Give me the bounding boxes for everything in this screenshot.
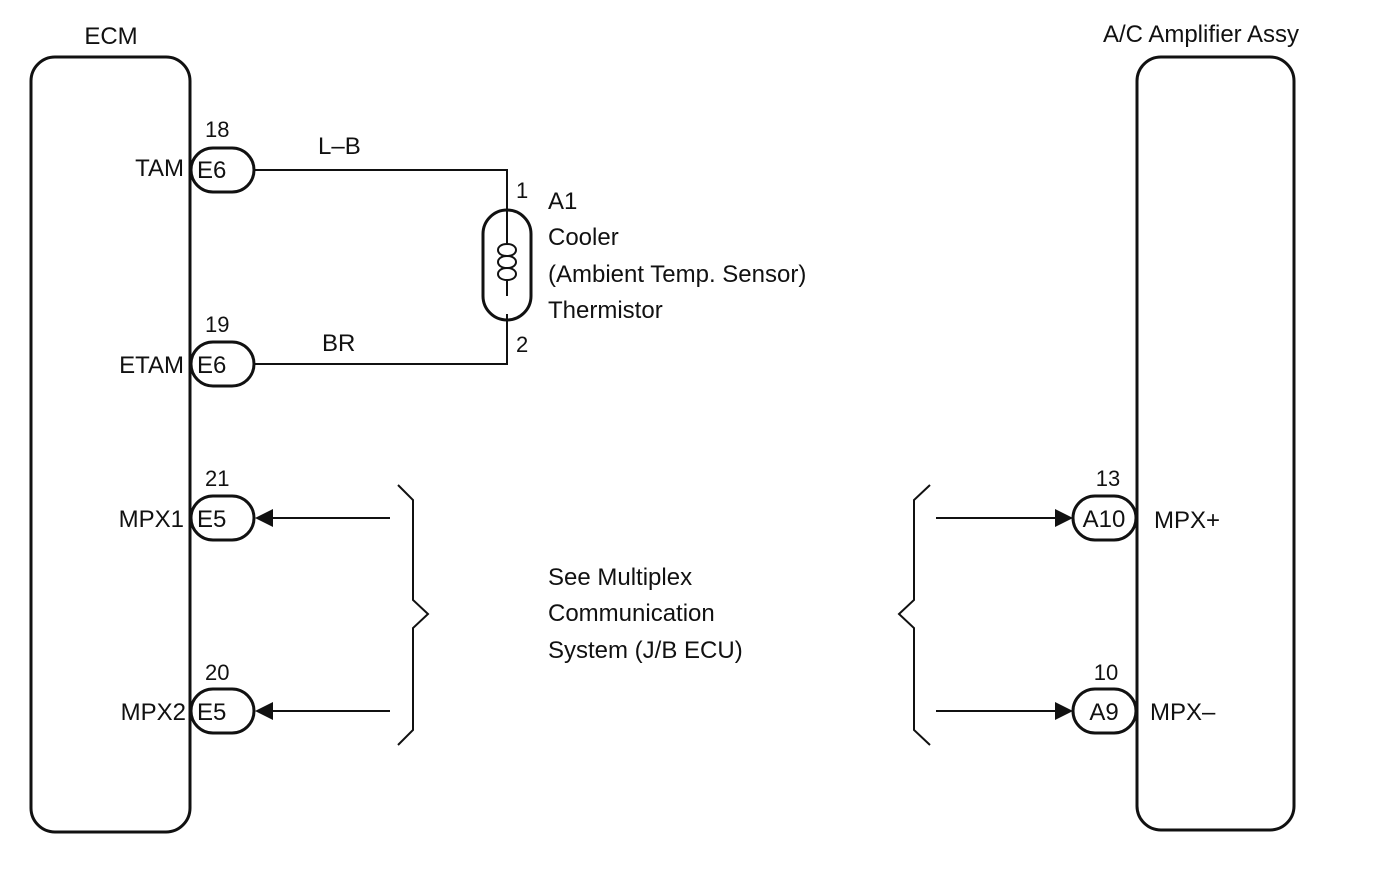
ecm-title: ECM [84,23,137,50]
sensor-label-code: A1 [548,188,577,215]
connector-code: E6 [197,157,226,184]
arrow-right-icon [1055,509,1073,527]
etam-wire-color: BR [322,330,355,357]
ecm-pin-etam: E6 19 ETAM [119,312,256,388]
signal-name: MPX– [1150,699,1216,726]
tam-wire-color: L–B [318,133,361,160]
sensor-pin-2: 2 [516,332,528,357]
right-brace [897,484,931,746]
sensor-label-name: Cooler [548,224,619,251]
connector-code: A10 [1083,506,1126,533]
connector-code: E6 [197,352,226,379]
ecm-block: ECM [29,23,192,834]
arrow-left-icon [255,702,273,720]
signal-name: MPX+ [1154,507,1220,534]
signal-name: MPX2 [121,699,186,726]
connector-code: A9 [1089,699,1118,726]
signal-name: TAM [135,155,184,182]
amplifier-title: A/C Amplifier Assy [1103,21,1299,48]
signal-name: MPX1 [119,506,184,533]
sensor-label-desc: (Ambient Temp. Sensor) [548,261,806,288]
pin-number: 18 [205,117,229,142]
arrow-left-icon [255,509,273,527]
amp-pin-mpx-minus: A9 10 MPX– [936,660,1216,735]
ecm-pin-mpx1: E5 21 MPX1 [119,466,390,542]
pin-number: 19 [205,312,229,337]
multiplex-reference: See Multiplex Communication System (J/B … [548,564,743,664]
sensor-pin-1: 1 [516,178,528,203]
arrow-right-icon [1055,702,1073,720]
connector-pill [189,687,256,735]
connector-code: E5 [197,699,226,726]
tam-wire [252,169,508,226]
thermistor-symbol [481,208,533,322]
etam-wire [252,314,508,365]
thermistor-coil [497,226,517,296]
connector-pill [189,340,256,388]
pin-number: 13 [1096,466,1120,491]
signal-name: ETAM [119,352,184,379]
left-brace [397,484,430,746]
sensor-label-type: Thermistor [548,297,663,324]
amplifier-box [1135,55,1296,832]
pin-number: 10 [1094,660,1118,685]
thermistor-circuit: L–B BR 1 2 A1 Cooler (Ambient Temp. Sens… [252,133,806,365]
connector-pill [189,146,256,194]
reference-line: Communication [548,600,715,627]
connector-code: E5 [197,506,226,533]
reference-line: System (J/B ECU) [548,637,743,664]
amp-pin-mpx-plus: A10 13 MPX+ [936,466,1220,542]
ecm-pin-mpx2: E5 20 MPX2 [121,660,390,735]
reference-line: See Multiplex [548,564,692,591]
ecm-box [29,55,192,834]
pin-number: 20 [205,660,229,685]
amplifier-block: A/C Amplifier Assy [1103,21,1299,832]
connector-pill [189,494,256,542]
pin-number: 21 [205,466,229,491]
ecm-pin-tam: E6 18 TAM [135,117,256,194]
